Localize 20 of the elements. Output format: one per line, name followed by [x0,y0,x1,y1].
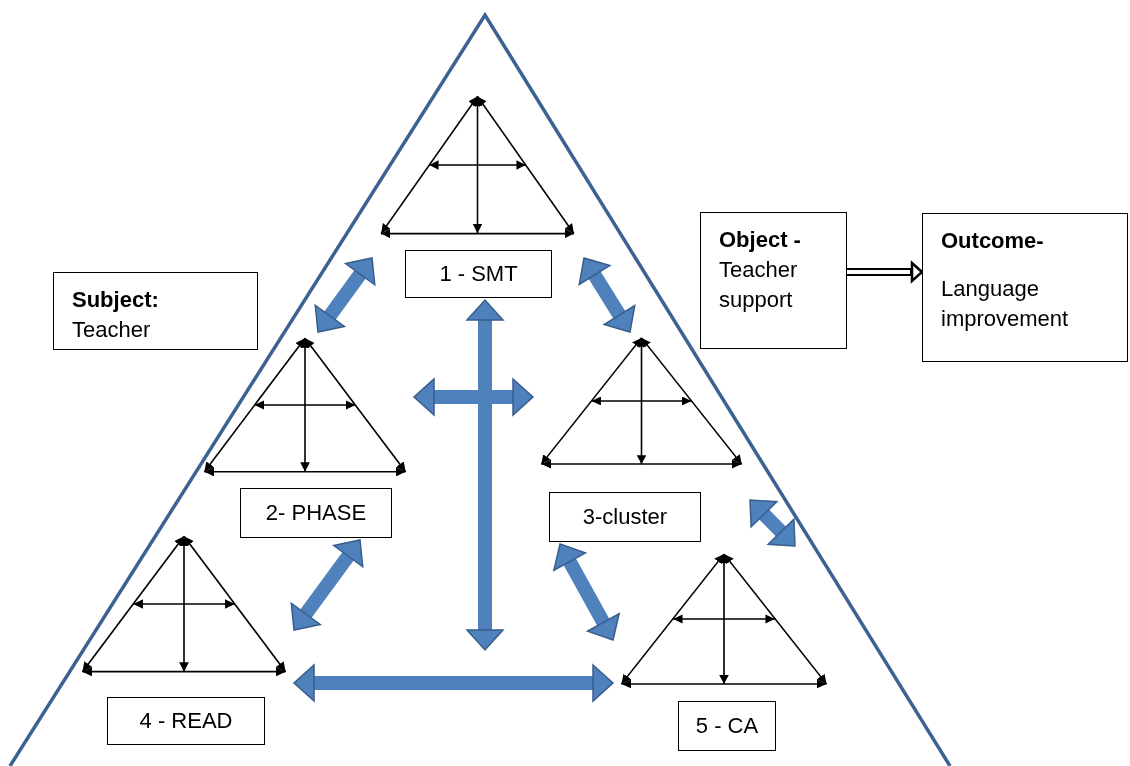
node-label: 5 - CA [678,701,776,751]
block-arrow [293,664,614,702]
node-label: 4 - READ [107,697,265,745]
block-arrow [413,378,534,416]
box-heading: Subject: [72,286,160,314]
block-arrow [578,254,636,336]
box-heading: Object - [719,226,802,254]
box-text: Language improvement [941,275,1070,333]
text-box [700,212,847,349]
text-box [922,213,1128,362]
block-arrow [553,540,620,644]
node-label: 2- PHASE [240,488,392,538]
text-box [53,272,258,350]
block-arrow [466,299,504,651]
double-line-arrow [847,261,924,283]
box-text: Teacher support [719,256,799,314]
node-label: 1 - SMT [405,250,552,298]
box-heading: Outcome- [941,227,1045,255]
node-label: 3-cluster [549,492,701,542]
box-text: Teacher [72,316,152,344]
